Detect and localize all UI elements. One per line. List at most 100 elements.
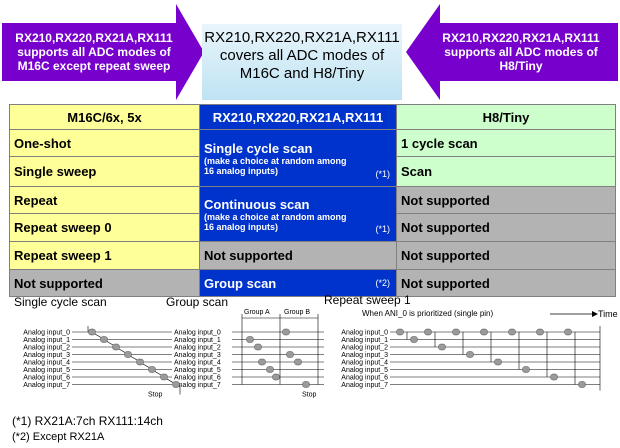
- table-header-row: M16C/6x, 5x RX210,RX220,RX21A,RX111 H8/T…: [9, 104, 616, 130]
- single-step-arrow: [142, 363, 150, 368]
- group-conversion-mark: [302, 381, 310, 388]
- time-arrow-head: [592, 311, 598, 317]
- table-row: Repeat sweep 1 Not supported Not support…: [9, 241, 616, 270]
- header-rx: RX210,RX220,RX21A,RX111: [199, 104, 397, 130]
- table-row: Repeat Continuous scan (make a choice at…: [9, 186, 616, 242]
- m16c-cell: Not supported: [9, 269, 200, 297]
- center-box: RX210,RX220,RX21A,RX111 covers all ADC m…: [202, 24, 402, 100]
- rx-continuous-label: Continuous scan: [204, 196, 310, 212]
- right-arrow: [406, 4, 618, 100]
- group-conversion-mark: [286, 351, 294, 358]
- group-conversion-mark: [282, 328, 290, 336]
- table-row: Not supported Group scan (*2) Not suppor…: [9, 269, 616, 297]
- h8-cell: Not supported: [396, 269, 616, 297]
- repeat-input-label: Analog input_0: [341, 330, 388, 337]
- repeat-conversion-mark: [550, 373, 558, 381]
- group-conversion-mark: [254, 343, 262, 351]
- repeat-conversion-mark: [508, 328, 516, 336]
- table-row: One-shot Single cycle scan (make a choic…: [9, 129, 616, 187]
- single-input-label: Analog input_6: [23, 375, 70, 382]
- single-conversion-mark: [88, 328, 96, 336]
- left-arrow: [2, 4, 204, 100]
- single-step-arrow: [118, 348, 126, 353]
- single-conversion-mark: [124, 351, 132, 358]
- single-input-label: Analog input_2: [23, 345, 70, 352]
- group-scan-title: Group scan: [166, 295, 228, 309]
- single-right-input-label: Analog input_1: [174, 337, 221, 344]
- single-cycle-title: Single cycle scan: [14, 295, 107, 309]
- group-conversion-mark: [258, 358, 266, 366]
- rx-single-cycle-sub: (make a choice at random among 16 analog…: [204, 155, 347, 176]
- single-step-arrow: [94, 333, 102, 338]
- center-box-text: RX210,RX220,RX21A,RX111 covers all ADC m…: [204, 29, 400, 82]
- m16c-cell: Single sweep: [9, 156, 200, 187]
- repeat-conversion-mark: [494, 358, 502, 366]
- footnote-2: (*2) Except RX21A: [12, 431, 105, 443]
- h8-cell: Scan: [396, 156, 616, 187]
- single-stop-label: Stop: [148, 392, 163, 399]
- single-input-label: Analog input_1: [23, 337, 70, 344]
- repeat-conversion-mark: [424, 328, 432, 336]
- single-conversion-mark: [160, 373, 168, 381]
- m16c-cell: Repeat: [9, 186, 200, 214]
- repeat-input-label: Analog input_2: [341, 345, 388, 352]
- rx-single-cycle-label: Single cycle scan: [204, 140, 313, 156]
- single-conversion-mark: [100, 336, 108, 343]
- left-arrow-text: RX210,RX220,RX21A,RX111 supports all ADC…: [15, 31, 173, 73]
- group-conversion-mark: [294, 358, 302, 366]
- m16c-cell: Repeat sweep 1: [9, 241, 200, 270]
- repeat-conversion-mark: [564, 328, 572, 336]
- repeat-input-label: Analog input_1: [341, 337, 388, 344]
- single-right-input-label: Analog input_7: [174, 382, 221, 389]
- repeat-sweep-title: Repeat sweep 1: [324, 293, 411, 307]
- single-right-input-label: Analog input_2: [174, 345, 221, 352]
- note-ref-1: (*1): [375, 169, 390, 179]
- rx-single-cycle-cell: Single cycle scan (make a choice at rand…: [199, 129, 397, 187]
- adc-mode-table: M16C/6x, 5x RX210,RX220,RX21A,RX111 H8/T…: [9, 104, 616, 297]
- note-ref-2: (*2): [375, 278, 390, 288]
- single-right-input-label: Analog input_6: [174, 375, 221, 382]
- h8-cell: Not supported: [396, 213, 616, 242]
- group-conversion-mark: [266, 366, 274, 373]
- single-right-input-label: Analog input_4: [174, 360, 221, 367]
- note-ref-1: (*1): [375, 224, 390, 234]
- single-right-input-label: Analog input_3: [174, 352, 221, 359]
- h8-cell: Not supported: [396, 186, 616, 214]
- repeat-input-label: Analog input_3: [341, 352, 388, 359]
- timing-diagrams: Single cycle scan Group scan Repeat sweep …: [14, 293, 618, 399]
- rx-group-scan-label: Group scan: [204, 275, 277, 291]
- group-stop-label: Stop: [302, 392, 317, 399]
- h8-cell: Not supported: [396, 241, 616, 270]
- rx-continuous-sub: (make a choice at random among 16 analog…: [204, 211, 347, 232]
- repeat-conversion-mark: [466, 351, 474, 358]
- single-right-input-label: Analog input_5: [174, 367, 221, 374]
- single-input-label: Analog input_7: [23, 382, 70, 389]
- repeat-conversion-mark: [522, 366, 530, 373]
- rx-group-scan-cell: Group scan (*2): [199, 269, 397, 297]
- header-h8: H8/Tiny: [396, 104, 616, 130]
- rx-continuous-cell: Continuous scan (make a choice at random…: [199, 186, 397, 242]
- repeat-conversion-mark: [578, 381, 586, 388]
- repeat-note: When ANI_0 is prioritized (single pin): [362, 309, 494, 318]
- single-input-label: Analog input_3: [23, 352, 70, 359]
- single-step-arrow: [130, 356, 138, 361]
- single-step-arrow: [166, 378, 174, 383]
- table-row: Single sweep Scan: [9, 156, 616, 187]
- single-conversion-mark: [148, 366, 156, 373]
- group-a-label: Group A: [244, 309, 270, 316]
- single-conversion-mark: [172, 381, 180, 388]
- group-conversion-mark: [246, 336, 254, 343]
- single-step-arrow: [154, 371, 162, 376]
- footnote-1: (*1) RX21A:7ch RX111:14ch: [12, 414, 163, 428]
- repeat-conversion-mark: [452, 328, 460, 336]
- repeat-conversion-mark: [396, 328, 404, 336]
- group-conversion-mark: [272, 373, 280, 381]
- single-step-arrow: [106, 341, 114, 346]
- time-label: Time: [598, 309, 618, 319]
- repeat-input-label: Analog input_4: [341, 360, 388, 367]
- repeat-input-label: Analog input_5: [341, 367, 388, 374]
- single-conversion-mark: [112, 343, 120, 351]
- repeat-input-label: Analog input_6: [341, 375, 388, 382]
- single-input-label: Analog input_5: [23, 367, 70, 374]
- single-conversion-mark: [136, 358, 144, 366]
